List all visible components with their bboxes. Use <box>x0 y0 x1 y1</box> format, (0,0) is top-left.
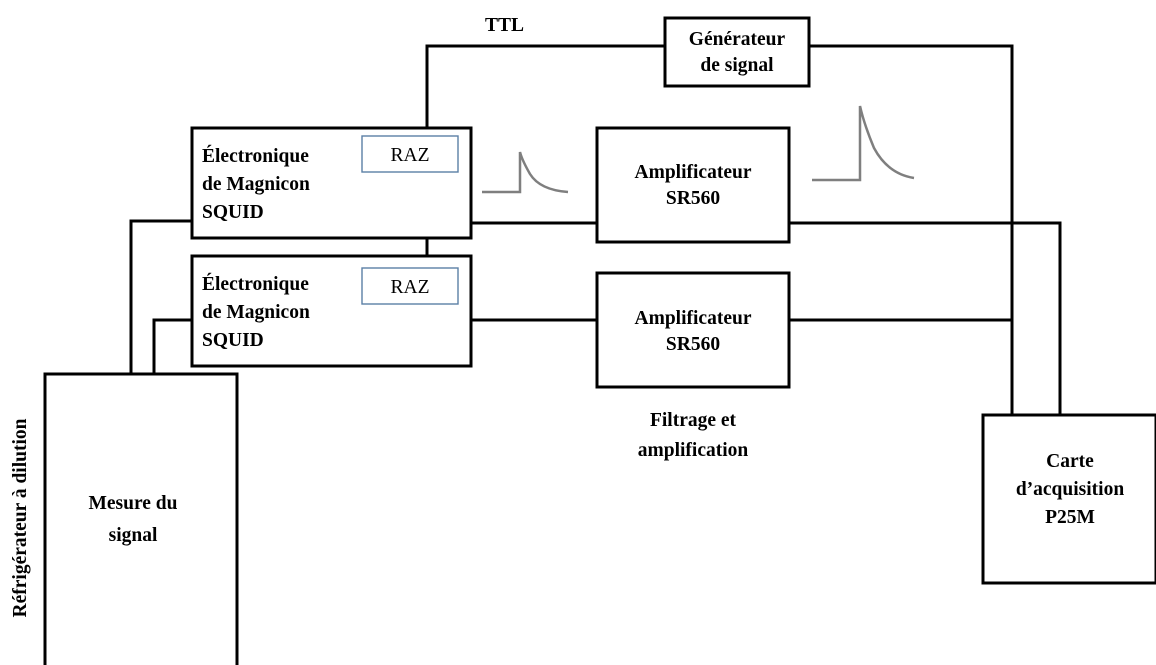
squid-top-line3: SQUID <box>202 202 264 223</box>
squid-bottom-line2: de Magnicon <box>202 302 310 323</box>
generator-line1: Générateur <box>689 29 786 50</box>
pulse-large-icon <box>812 105 915 182</box>
filter-caption-line1: Filtrage et <box>650 410 737 431</box>
fridge-line1: Mesure du <box>88 493 177 514</box>
squid-top-line2: de Magnicon <box>202 174 310 195</box>
amplifier-top: Amplificateur SR560 <box>595 126 791 244</box>
amp-bottom-line1: Amplificateur <box>635 308 752 329</box>
signal-generator-block: Générateur de signal <box>663 16 811 88</box>
amp-bottom-line2: SR560 <box>666 334 720 355</box>
raz-box-bottom <box>361 267 459 305</box>
raz-bottom-label: RAZ <box>391 277 430 298</box>
acq-line2: d’acquisition <box>1016 479 1125 500</box>
dilution-fridge-block: Mesure du signal <box>43 372 239 665</box>
pulse-small-icon <box>482 151 569 194</box>
filter-caption-line2: amplification <box>638 440 749 461</box>
acquisition-card-block: Carte d’acquisition P25M <box>981 413 1156 585</box>
wire-generator-to-card <box>809 44 1014 415</box>
fridge-side-label: Réfrigérateur à dilution <box>10 418 31 617</box>
amplifier-bottom: Amplificateur SR560 <box>595 271 791 389</box>
raz-box-top <box>361 135 459 173</box>
ttl-label: TTL <box>485 15 524 36</box>
wire-fridge-to-squid-top <box>129 219 192 374</box>
wire-fridge-to-squid-bottom <box>152 318 192 374</box>
generator-line2: de signal <box>700 55 774 76</box>
wires <box>129 44 1062 415</box>
squid-bottom-line1: Électronique <box>202 273 309 295</box>
wire-amp-top-to-card <box>789 221 1062 415</box>
squid-top-line1: Électronique <box>202 145 309 167</box>
amp-top-line1: Amplificateur <box>635 162 752 183</box>
fridge-line2: signal <box>109 525 158 546</box>
wire-ttl-left <box>425 44 665 128</box>
squid-bottom-line3: SQUID <box>202 330 264 351</box>
amp-top-line2: SR560 <box>666 188 720 209</box>
raz-top-label: RAZ <box>391 145 430 166</box>
squid-electronics-top: Électronique de Magnicon SQUID RAZ <box>190 126 473 240</box>
acq-line3: P25M <box>1045 507 1095 528</box>
acq-line1: Carte <box>1046 451 1094 472</box>
squid-electronics-bottom: Électronique de Magnicon SQUID RAZ <box>190 254 473 368</box>
